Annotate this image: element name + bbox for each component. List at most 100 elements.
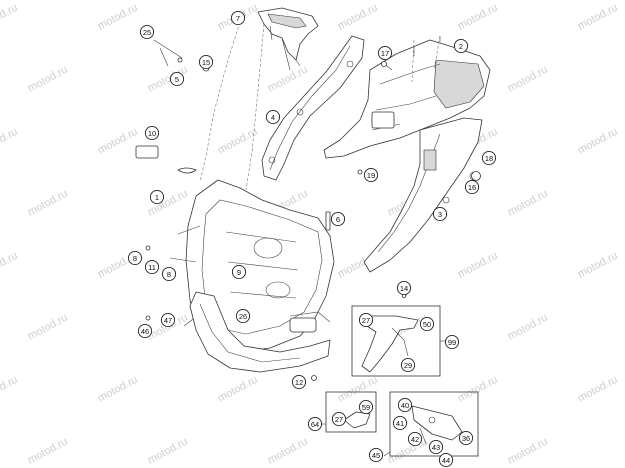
callout-circle <box>358 312 374 328</box>
callout-circle <box>265 109 281 125</box>
watermark-text: motod.ru <box>336 374 380 405</box>
callout-41: 41 <box>392 415 408 431</box>
callout-43: 43 <box>428 439 444 455</box>
callout-6: 6 <box>330 211 346 227</box>
callout-19: 19 <box>363 167 379 183</box>
part-3-rear-section <box>363 117 483 273</box>
kit-box-99 <box>351 305 446 377</box>
callout-label: 64 <box>311 420 319 429</box>
callout-label: 36 <box>462 434 470 443</box>
part-26-cradle <box>189 291 331 373</box>
callout-label: 59 <box>362 403 370 412</box>
part-2-subframe <box>323 36 491 159</box>
watermark-text: motod.ru <box>96 374 140 405</box>
callout-label: 29 <box>404 361 412 370</box>
callout-circle <box>149 189 165 205</box>
callout-circle <box>368 447 384 463</box>
callout-circle <box>464 179 480 195</box>
callout-42: 42 <box>407 431 423 447</box>
callout-47: 47 <box>160 312 176 328</box>
kit-box-64 <box>320 391 377 433</box>
callout-label: 40 <box>401 401 409 410</box>
callout-8: 8 <box>161 266 177 282</box>
callout-circle <box>453 38 469 54</box>
callout-29: 29 <box>400 357 416 373</box>
watermark-text: motod.ru <box>576 250 620 281</box>
callout-circle <box>160 312 176 328</box>
callout-27: 27 <box>331 411 347 427</box>
watermark-text: motod.ru <box>576 2 620 33</box>
callout-44: 44 <box>438 452 454 468</box>
callout-26: 26 <box>235 308 251 324</box>
kit-box-45 <box>383 391 479 457</box>
callout-36: 36 <box>458 430 474 446</box>
callout-label: 45 <box>372 451 380 460</box>
callout-25: 25 <box>139 24 155 40</box>
watermark-text: motod.ru <box>576 374 620 405</box>
watermark-text: motod.ru <box>26 64 70 95</box>
callout-10: 10 <box>144 125 160 141</box>
callout-label: 19 <box>367 171 375 180</box>
callout-label: 2 <box>459 42 463 51</box>
callout-40: 40 <box>397 397 413 413</box>
callout-circle <box>392 415 408 431</box>
callout-7: 7 <box>230 10 246 26</box>
callout-label: 44 <box>442 456 450 465</box>
callout-46: 46 <box>137 323 153 339</box>
callout-12: 12 <box>291 374 307 390</box>
callout-59: 59 <box>358 399 374 415</box>
callout-11: 11 <box>144 259 160 275</box>
callout-label: 47 <box>164 316 172 325</box>
part-4-rail <box>261 35 365 181</box>
callout-circle <box>144 125 160 141</box>
callout-circle <box>127 250 143 266</box>
callout-27: 27 <box>358 312 374 328</box>
callout-circle <box>307 416 323 432</box>
callout-circle <box>407 431 423 447</box>
callout-label: 27 <box>335 415 343 424</box>
callout-label: 9 <box>237 268 241 277</box>
callout-circle <box>377 45 393 61</box>
callout-circle <box>397 397 413 413</box>
callout-circle <box>291 374 307 390</box>
watermark-text: motod.ru <box>266 64 310 95</box>
callout-4: 4 <box>265 109 281 125</box>
watermark-text: motod.ru <box>386 436 430 467</box>
watermark-text: motod.ru <box>0 250 20 281</box>
callout-5: 5 <box>169 71 185 87</box>
callout-circle <box>438 452 454 468</box>
leader-lines <box>153 21 441 297</box>
callout-circle <box>444 334 460 350</box>
callout-circle <box>428 439 444 455</box>
callout-label: 43 <box>432 443 440 452</box>
watermark-text: motod.ru <box>576 126 620 157</box>
part-1-main-frame <box>169 167 335 353</box>
watermark-text: motod.ru <box>216 374 260 405</box>
callout-label: 14 <box>400 284 408 293</box>
callout-label: 10 <box>148 129 156 138</box>
watermark-text: motod.ru <box>96 126 140 157</box>
callout-circle <box>458 430 474 446</box>
callout-label: 15 <box>202 58 210 67</box>
part-7-bracket <box>257 7 319 71</box>
watermark-text: motod.ru <box>26 436 70 467</box>
callout-label: 17 <box>381 49 389 58</box>
callout-label: 5 <box>175 75 179 84</box>
callout-circle <box>363 167 379 183</box>
callout-99: 99 <box>444 334 460 350</box>
callout-64: 64 <box>307 416 323 432</box>
watermark-text: motod.ru <box>506 312 550 343</box>
callout-17: 17 <box>377 45 393 61</box>
callout-50: 50 <box>419 316 435 332</box>
watermark-text: motod.ru <box>26 312 70 343</box>
callout-label: 42 <box>411 435 419 444</box>
callout-label: 11 <box>148 263 156 272</box>
callout-label: 27 <box>362 316 370 325</box>
callout-circle <box>419 316 435 332</box>
callout-circle <box>330 211 346 227</box>
watermark-text: motod.ru <box>26 188 70 219</box>
callout-circle <box>230 10 246 26</box>
watermark-text: motod.ru <box>0 126 20 157</box>
